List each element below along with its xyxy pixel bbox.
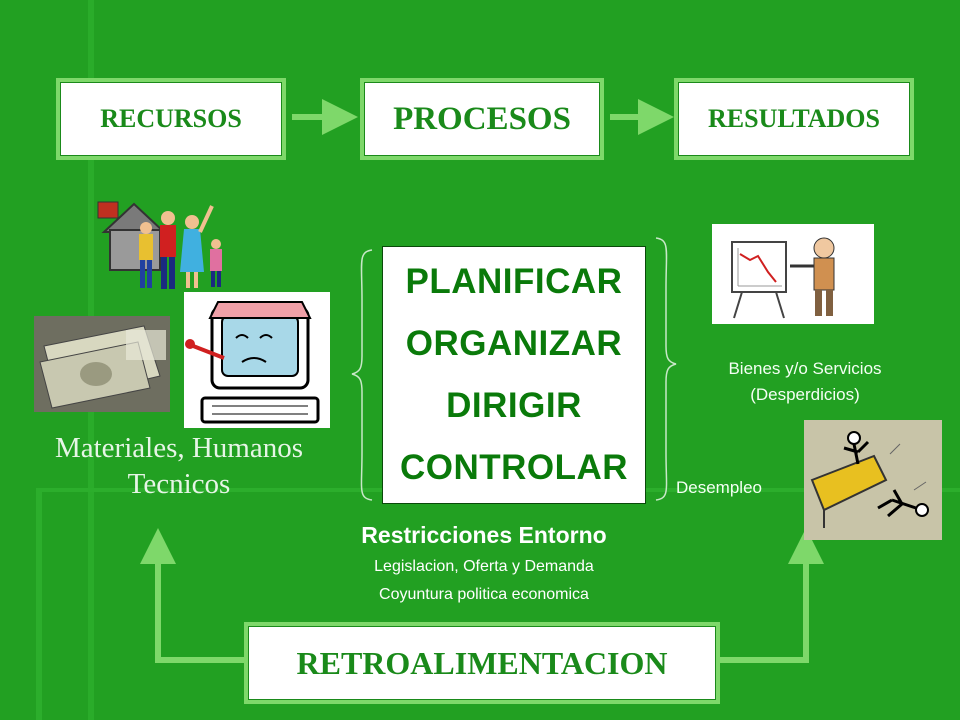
step-controlar: CONTROLAR bbox=[399, 448, 629, 487]
sick-computer-clipart bbox=[184, 292, 330, 428]
step-organizar: ORGANIZAR bbox=[405, 324, 623, 363]
step-planificar: PLANIFICAR bbox=[405, 262, 623, 301]
procesos-box: PROCESOS bbox=[360, 78, 604, 160]
left-brace bbox=[351, 249, 373, 501]
restrictions-line-1: Legislacion, Oferta y Demanda bbox=[374, 558, 594, 575]
restrictions-title: Restricciones Entorno bbox=[361, 522, 607, 548]
process-steps-box: PLANIFICAR ORGANIZAR DIRIGIR CONTROLAR bbox=[382, 246, 646, 504]
inputs-line-2: Tecnicos bbox=[127, 468, 231, 500]
recursos-box: RECURSOS bbox=[56, 78, 286, 160]
resultados-box: RESULTADOS bbox=[674, 78, 914, 160]
right-brace bbox=[655, 237, 677, 501]
falling-chart-clipart bbox=[712, 224, 874, 324]
outputs-label: Bienes y/o Servicios (Desperdicios) bbox=[670, 356, 940, 408]
step-dirigir: DIRIGIR bbox=[446, 386, 582, 425]
background-stripe bbox=[36, 488, 42, 720]
family-house-clipart bbox=[97, 201, 222, 289]
inputs-label: Materiales, Humanos Tecnicos bbox=[26, 430, 332, 502]
desempleo-label: Desempleo bbox=[676, 478, 762, 497]
restrictions-line-2: Coyuntura politica economica bbox=[379, 586, 589, 603]
unemployment-clipart bbox=[804, 420, 942, 540]
inputs-line-1: Materiales, Humanos bbox=[54, 432, 304, 464]
outputs-line-2: (Desperdicios) bbox=[750, 385, 860, 404]
outputs-line-1: Bienes y/o Servicios bbox=[728, 359, 882, 378]
feedback-arrow-left bbox=[140, 528, 244, 663]
money-clipart bbox=[34, 316, 170, 412]
retroalimentacion-box: RETROALIMENTACION bbox=[244, 622, 720, 704]
feedback-arrow-right bbox=[716, 528, 824, 663]
